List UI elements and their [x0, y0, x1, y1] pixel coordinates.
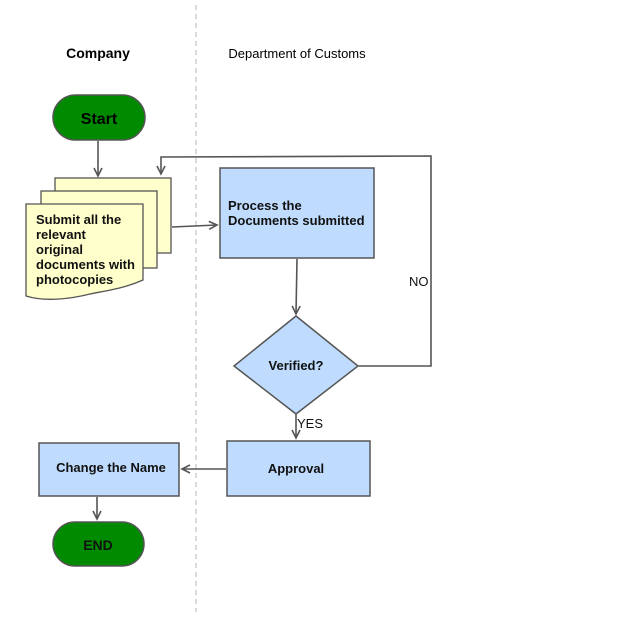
- lane-label-customs: Department of Customs: [228, 46, 366, 61]
- edge-label-yes: YES: [297, 416, 323, 431]
- start-node: Start: [52, 94, 146, 141]
- edge-label-no: NO: [409, 274, 429, 289]
- lane-label-company: Company: [66, 45, 130, 61]
- verified-label: Verified?: [269, 358, 324, 373]
- verified-decision-node: Verified?: [232, 315, 360, 415]
- change-name-node: Change the Name: [38, 442, 180, 497]
- process-documents-label: Process the Documents submitted: [228, 198, 365, 228]
- process-documents-node: Process the Documents submitted: [219, 167, 375, 259]
- edge-process-to-verified: [291, 258, 301, 316]
- start-label: Start: [81, 111, 118, 128]
- approval-node: Approval: [226, 440, 371, 497]
- edge-verified-no-loop: [156, 155, 432, 367]
- edge-submit-to-process: [171, 220, 219, 231]
- approval-label: Approval: [268, 461, 324, 476]
- end-node: END: [52, 521, 145, 567]
- submit-documents-label: Submit all the relevant original documen…: [36, 212, 139, 287]
- submit-documents-node: Submit all the relevant original documen…: [25, 177, 172, 300]
- change-name-label: Change the Name: [56, 460, 166, 475]
- end-label: END: [83, 537, 113, 553]
